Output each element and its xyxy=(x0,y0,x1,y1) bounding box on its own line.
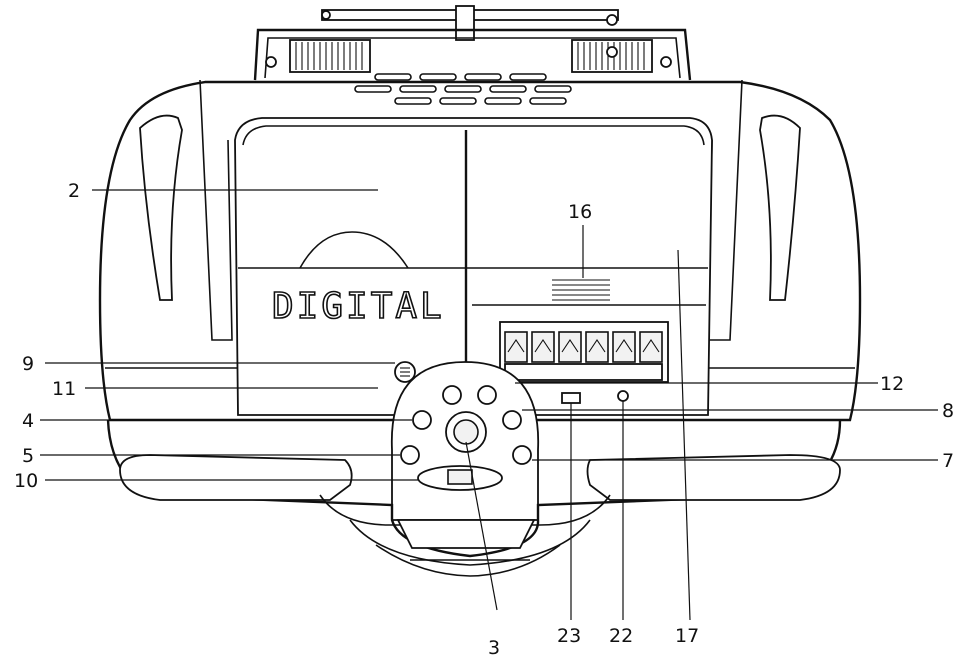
callout-7: 7 xyxy=(942,450,954,472)
control-dial xyxy=(390,361,629,521)
callout-11: 11 xyxy=(52,378,76,400)
callout-16: 16 xyxy=(568,201,592,223)
callout-labels: 2 9 11 4 5 10 16 12 8 7 3 23 22 17 xyxy=(14,180,954,659)
callout-3: 3 xyxy=(488,637,500,659)
function-keys xyxy=(499,321,669,383)
carry-handle xyxy=(253,28,692,81)
callout-17: 17 xyxy=(675,625,699,647)
callout-8: 8 xyxy=(942,400,954,422)
base xyxy=(106,419,842,577)
callout-12: 12 xyxy=(880,373,904,395)
brand-logo: DIGITAL xyxy=(272,286,445,327)
antenna xyxy=(321,5,619,41)
callout-22: 22 xyxy=(609,625,633,647)
callout-4: 4 xyxy=(22,410,34,432)
callout-9: 9 xyxy=(22,353,34,375)
callout-10: 10 xyxy=(14,470,38,492)
leader-lines xyxy=(40,189,938,621)
callout-5: 5 xyxy=(22,445,34,467)
callout-2: 2 xyxy=(68,180,80,202)
callout-23: 23 xyxy=(557,625,581,647)
